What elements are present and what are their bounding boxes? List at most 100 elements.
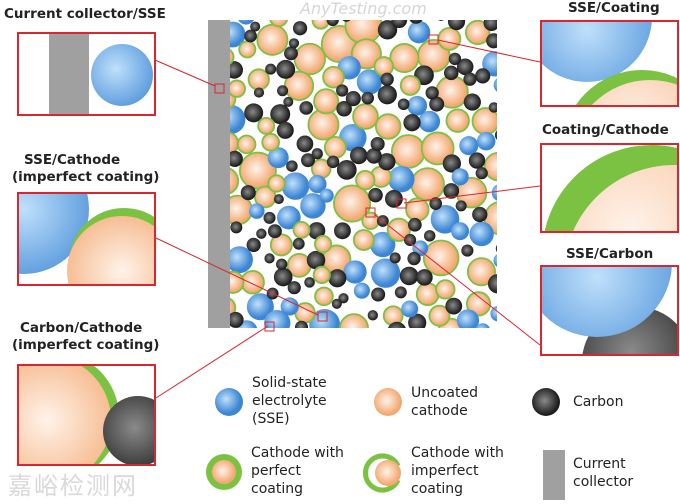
coated-cathode-particle (420, 131, 455, 166)
coated-cathode-particle (437, 27, 462, 51)
coated-cathode-particle (374, 113, 402, 140)
sse-particle (401, 300, 419, 318)
carbon-particle (230, 311, 244, 328)
carbon-particle (366, 148, 382, 164)
coated-cathode-particle (428, 304, 451, 327)
carbon-particle (277, 85, 289, 97)
carbon-particle (370, 136, 385, 152)
coated-cathode-particle (410, 167, 445, 202)
inset-label-sse-coating: SSE/Coating (568, 0, 660, 16)
carbon-particle (326, 20, 339, 27)
carbon-particle (487, 274, 497, 294)
carbon-particle (349, 146, 368, 165)
carbon-particle (240, 185, 256, 201)
carbon-particle (429, 96, 445, 112)
carbon-particle (296, 135, 314, 153)
coated-cathode-particle (435, 279, 456, 300)
sse-particle (280, 297, 299, 316)
sse-particle (230, 246, 253, 274)
carbon-particle (267, 224, 282, 239)
carbon-particle (265, 63, 277, 75)
coated-cathode-particle (390, 134, 426, 169)
carbon-particle (409, 20, 423, 24)
carbon-particle (438, 20, 444, 21)
inset-sse-cathode (17, 192, 156, 286)
coated-cathode-particle (322, 65, 345, 89)
legend-carbon: Carbon (573, 394, 624, 410)
carbon-particle (456, 58, 474, 76)
sse-particle (319, 188, 334, 203)
carbon-particle (494, 130, 497, 140)
sse-particle (238, 20, 255, 25)
sse-particle (456, 309, 480, 328)
imperfect-coating-legend-icon (363, 453, 401, 493)
sse-particle (281, 172, 310, 200)
carbon-particle (336, 160, 357, 180)
carbon-particle (230, 221, 243, 234)
inset-label-sse-cathode: SSE/Cathode(imperfect coating) (12, 152, 160, 185)
carbon-particle (273, 194, 284, 205)
inset-label-sse-carbon: SSE/Carbon (566, 246, 654, 262)
carbon-particle (308, 222, 326, 240)
carbon-particle (488, 102, 497, 113)
carbon-particle (361, 91, 374, 105)
carbon-particle (391, 20, 408, 29)
carbon-particle (286, 160, 298, 172)
carbon-particle (495, 244, 497, 253)
sse-particle (370, 231, 396, 258)
coated-cathode-particle (466, 257, 496, 287)
coated-cathode-particle (445, 108, 470, 133)
coated-cathode-particle (257, 116, 276, 135)
sse-particle (264, 309, 291, 328)
coated-cathode-particle (261, 132, 280, 152)
sse-particle (476, 131, 496, 151)
carbon-particle (380, 72, 394, 86)
carbon-particle (408, 313, 427, 328)
current-collector (208, 20, 230, 328)
coated-cathode-particle (389, 43, 420, 74)
sse-particle (267, 147, 289, 169)
coated-cathode-particle (323, 135, 347, 159)
carbon-particle (367, 310, 378, 321)
carbon-particle (448, 52, 462, 66)
sse-particle (451, 168, 469, 186)
sse-particle (388, 165, 415, 193)
carbon-particle (403, 233, 417, 247)
carbon-particle (246, 237, 261, 253)
sse-particle (370, 258, 401, 288)
carbon-particle (292, 237, 305, 250)
sse-particle (407, 20, 431, 44)
carbon-particle (284, 46, 298, 61)
inset-sse-carbon (540, 265, 679, 356)
carbon-particle (304, 277, 315, 288)
carbon-particle (336, 100, 352, 117)
sse-particle (230, 104, 246, 135)
carbon-particle (326, 155, 340, 169)
inset-label-coating-cathode: Coating/Cathode (542, 122, 669, 138)
carbon-particle (342, 20, 351, 22)
carbon-particle (378, 153, 396, 171)
sse-particle (249, 203, 265, 219)
carbon-particle (407, 251, 421, 266)
carbon-particle (276, 59, 296, 79)
sse-particle (430, 204, 460, 234)
carbon-particle (301, 153, 315, 168)
sse-particle (451, 222, 470, 241)
carbon-particle (475, 167, 488, 180)
carbon-particle (276, 258, 288, 270)
carbon-particle (368, 187, 383, 203)
carbon-particle (461, 244, 474, 257)
watermark-cn: 嘉峪检测网 (8, 472, 138, 500)
sse-particle (300, 193, 326, 219)
coated-cathode-particle (350, 38, 382, 70)
carbon-particle (475, 68, 491, 84)
coated-cathode-particle (352, 229, 375, 251)
carbon-particle (328, 269, 347, 288)
sse-particle (230, 21, 246, 48)
coated-cathode-particle (314, 235, 333, 254)
coated-cathode-particle (465, 291, 492, 317)
sse-particle (356, 69, 383, 95)
